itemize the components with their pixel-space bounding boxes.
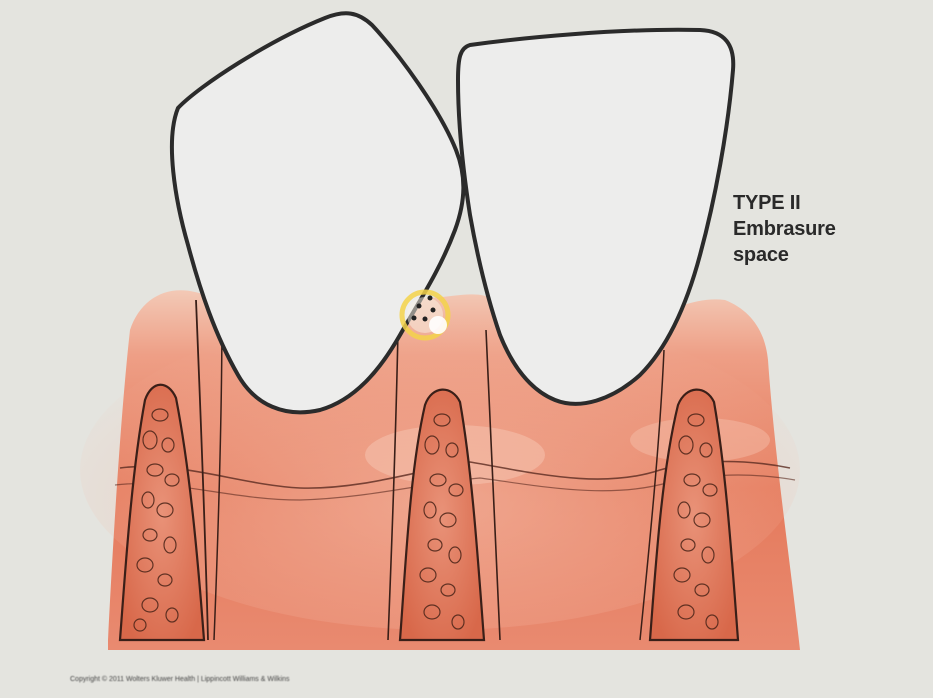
type-ii-embrasure-label: TYPE II Embrasure space bbox=[733, 190, 913, 268]
copyright-notice: Copyright © 2011 Wolters Kluwer Health |… bbox=[70, 676, 290, 683]
label-line-embrasure: Embrasure bbox=[733, 216, 913, 242]
label-line-space: space bbox=[733, 242, 913, 268]
embrasure-space-marker bbox=[402, 292, 448, 338]
label-line-type: TYPE II bbox=[733, 190, 913, 216]
